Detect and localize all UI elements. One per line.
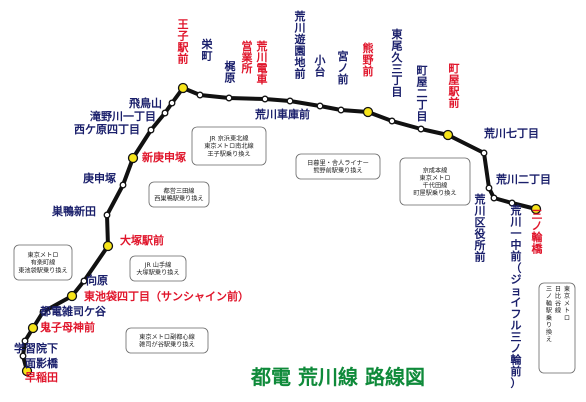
station-marker (27, 322, 39, 334)
transfer-note-text: 大塚駅乗り換え (136, 269, 179, 277)
transfer-note-box (538, 282, 576, 374)
station-label: 梶原 (225, 59, 236, 85)
transfer-note-text: 東京メトロ副都心線 (139, 333, 195, 341)
transfer-note-text: 三ノ輪駅乗り換え (546, 286, 553, 343)
transfer-note-text: 町屋駅乗り換え (413, 189, 456, 197)
station-label: 鬼子母神前 (40, 320, 95, 334)
station-label: 庚申塚 (83, 171, 116, 185)
transfer-note-text: 都営三田線 (164, 187, 195, 195)
station-label: 早稲田 (25, 370, 58, 384)
transfer-note-text: JR 山手線 (144, 261, 172, 269)
station-label: 宮ノ前 (338, 49, 349, 86)
transfer-note-text: 東京メトロ (564, 285, 570, 322)
station-label: 学習院下 (14, 341, 58, 355)
transfer-note-text: 千代田線 (423, 182, 448, 190)
transfer-note-text: 日比谷線 (555, 286, 561, 315)
station-label: 荒川区役所前 (474, 192, 486, 264)
depot-label: 営業所 (241, 39, 254, 75)
station-marker (21, 337, 29, 345)
transfer-note-text: 雑司が谷駅乗り換え (139, 341, 195, 349)
station-label: 小台 (314, 53, 326, 79)
station-label: 荒川七丁目 (483, 126, 539, 140)
transfer-note-box (125, 327, 209, 354)
transfer-note-text: 王子駅乗り換え (207, 150, 250, 158)
transfer-note-box (129, 255, 187, 282)
station-marker (490, 194, 498, 202)
station-label: 都電雑司ケ谷 (39, 304, 107, 318)
station-marker (119, 181, 127, 189)
station-label: 巣鴨新田 (51, 204, 96, 218)
station-marker (19, 352, 27, 360)
station-label: 新庚申塚 (142, 150, 186, 164)
station-marker (168, 99, 176, 107)
transfer-note-text: 京成本線 (423, 166, 448, 174)
station-marker (80, 277, 88, 285)
station-marker (102, 240, 114, 252)
transfer-note-text: 日暮里・舎人ライナー (307, 159, 369, 167)
depot-label: 荒川電車 (256, 39, 268, 86)
station-label: 西ケ原四丁目 (74, 123, 140, 136)
station-marker (196, 91, 204, 99)
station-marker (362, 106, 374, 118)
transfer-note-text: 熊野前駅乗り換え (313, 167, 363, 175)
station-marker (388, 117, 396, 125)
station-marker (127, 152, 139, 164)
transfer-note-text: 東京メトロ南北線 (204, 142, 254, 150)
transfer-note-box (399, 157, 471, 206)
transfer-note-text: JR 京浜東北線 (208, 135, 248, 143)
transfer-note-text: 西巣鴨駅乗り換え (154, 195, 204, 203)
station-marker (21, 365, 33, 377)
station-marker (417, 125, 425, 133)
transfer-note-text: 東京メトロ (28, 251, 59, 259)
transfer-note-text: 東池袋駅乗り換え (18, 266, 68, 274)
station-label: 荒川遊園地前 (294, 9, 306, 81)
station-marker (103, 211, 111, 219)
station-label: 面影橋 (25, 356, 59, 370)
station-label: 荒川二丁目 (495, 172, 551, 186)
station-marker (161, 109, 169, 117)
station-marker (39, 308, 47, 316)
station-marker (442, 129, 454, 141)
station-marker (480, 149, 488, 157)
station-marker (225, 94, 233, 102)
transfer-note-box (295, 153, 381, 180)
station-label: 東尾久三丁目 (391, 27, 404, 99)
arakawa-line-route (21, 86, 538, 373)
station-label: 熊野前 (363, 41, 374, 78)
station-label: 町屋二丁目 (417, 64, 428, 123)
station-label: 荒川一中前（ジョイフル三ノ輪前） (510, 203, 523, 390)
station-label: 三ノ輪橋 (532, 208, 544, 256)
transfer-note-box (148, 181, 210, 208)
station-marker (337, 106, 345, 114)
station-marker (485, 184, 493, 192)
station-label: 町屋駅前 (448, 62, 460, 110)
transfer-note-text: 有楽町線 (31, 259, 56, 267)
station-label: 滝野川一丁目 (90, 109, 156, 123)
map-title: 都電 荒川線 路線図 (250, 365, 425, 389)
station-marker (508, 199, 516, 207)
transfer-note-text: 東京メトロ (420, 174, 451, 182)
station-marker (286, 97, 294, 105)
transfer-note-box (13, 244, 73, 281)
station-label: 飛鳥山 (128, 96, 162, 110)
station-marker (261, 95, 269, 103)
station-label: 荒川車庫前 (254, 107, 310, 121)
station-marker (530, 203, 542, 215)
station-label: 東池袋四丁目（サンシャイン前） (84, 289, 249, 303)
station-label: 王子駅前 (177, 18, 189, 66)
station-label: 栄町 (201, 37, 214, 63)
station-label: 大塚駅前 (120, 233, 164, 247)
station-marker (66, 290, 78, 302)
station-label: 向原 (86, 273, 108, 287)
transfer-note-box (191, 126, 267, 166)
station-marker (147, 126, 155, 134)
station-marker (177, 82, 189, 94)
station-marker (316, 102, 324, 110)
